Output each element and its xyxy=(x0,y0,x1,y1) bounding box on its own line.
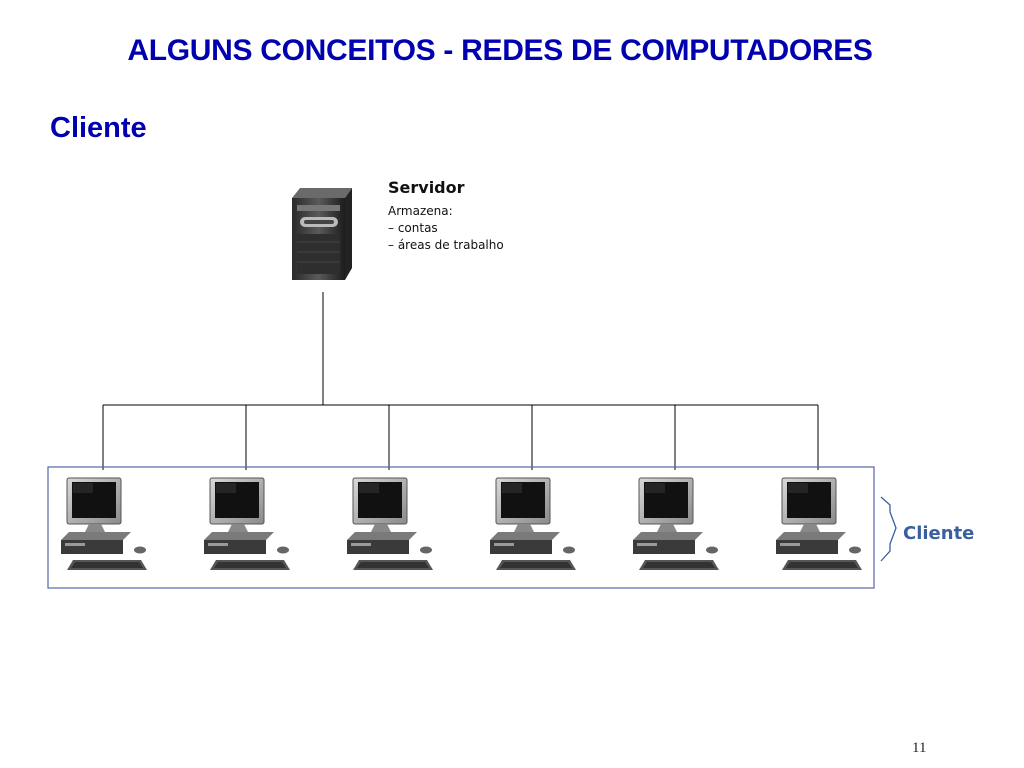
network-lines xyxy=(102,292,819,470)
desktop-computer-icon xyxy=(632,477,720,571)
desktop-computer-icon xyxy=(60,477,148,571)
page-number: 11 xyxy=(912,740,927,756)
server-desc-line: Armazena: xyxy=(388,204,453,218)
slide-title: ALGUNS CONCEITOS - REDES DE COMPUTADORES xyxy=(127,34,873,67)
client-label: Cliente xyxy=(903,523,975,544)
server-label: Servidor Armazena: – contas – áreas de t… xyxy=(388,178,504,254)
desktop-computer-icon xyxy=(203,477,291,571)
bracket-arrow-icon xyxy=(880,496,897,562)
desktop-computer-icon xyxy=(346,477,434,571)
server-desc-line: – áreas de trabalho xyxy=(388,238,504,252)
desktop-computer-icon xyxy=(489,477,577,571)
server-tower-icon xyxy=(292,188,352,280)
client-group-box xyxy=(47,466,875,589)
server-name: Servidor xyxy=(388,178,465,197)
desktop-computer-icon xyxy=(775,477,863,571)
server-desc-line: – contas xyxy=(388,221,438,235)
section-heading: Cliente xyxy=(50,112,147,144)
server-description: Armazena: – contas – áreas de trabalho xyxy=(388,203,504,254)
